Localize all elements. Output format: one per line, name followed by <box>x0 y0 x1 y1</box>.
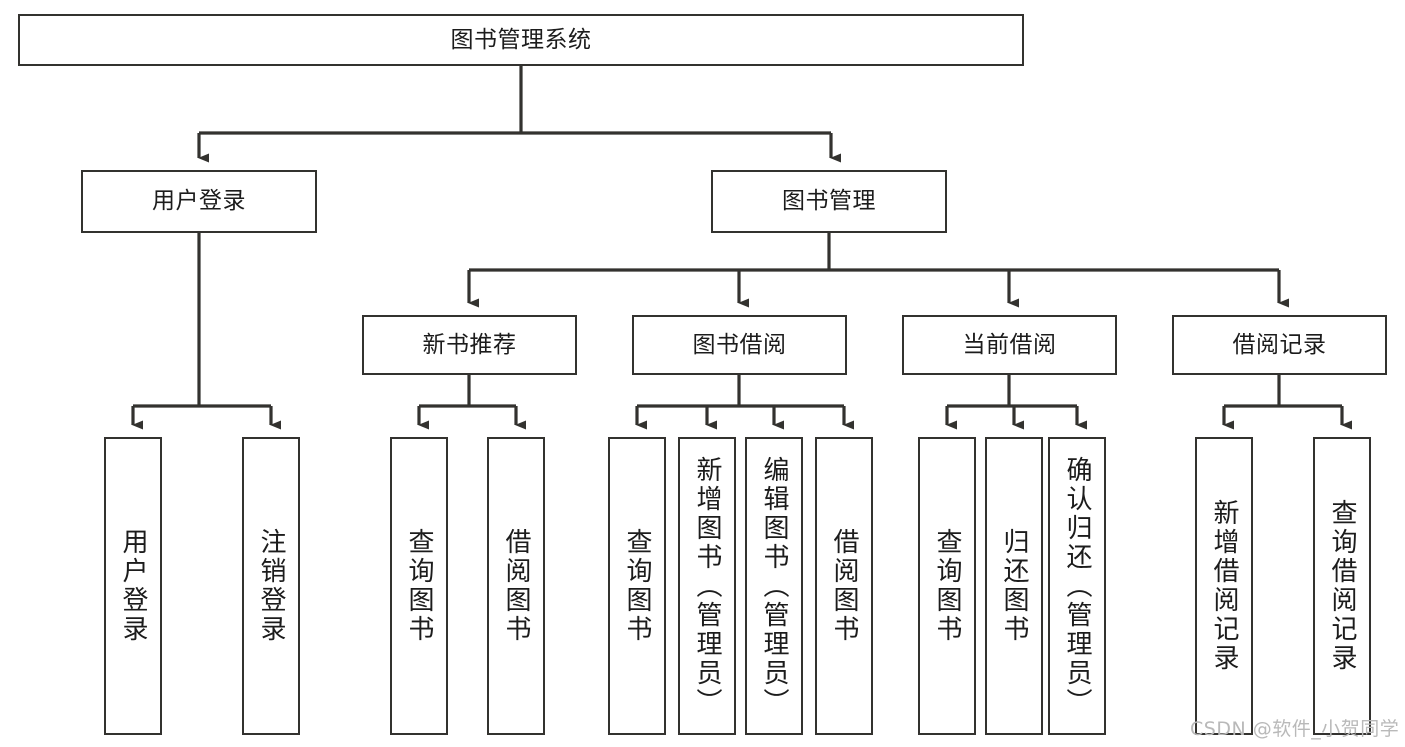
node-borrow-record[interactable]: 借阅记录 <box>1172 315 1387 375</box>
node-user-login-label: 用户登录 <box>152 188 246 215</box>
node-leaf-query-book-recommend-label: 查询图书 <box>404 528 434 644</box>
node-leaf-confirm-return[interactable]: 确认归还（管理员） <box>1048 437 1106 735</box>
node-new-book-recommend[interactable]: 新书推荐 <box>362 315 577 375</box>
node-book-borrow-label: 图书借阅 <box>692 331 787 358</box>
node-root-label: 图书管理系统 <box>450 26 592 53</box>
node-leaf-query-borrow-record[interactable]: 查询借阅记录 <box>1313 437 1371 735</box>
node-leaf-user-login[interactable]: 用户登录 <box>104 437 162 735</box>
node-leaf-borrow-book-recommend[interactable]: 借阅图书 <box>487 437 545 735</box>
node-leaf-query-borrow-record-label: 查询借阅记录 <box>1327 499 1357 673</box>
node-user-login[interactable]: 用户登录 <box>81 170 317 233</box>
node-leaf-return-book[interactable]: 归还图书 <box>985 437 1043 735</box>
node-leaf-borrow-book[interactable]: 借阅图书 <box>815 437 873 735</box>
node-leaf-add-borrow-record[interactable]: 新增借阅记录 <box>1195 437 1253 735</box>
node-borrow-record-label: 借阅记录 <box>1232 331 1327 358</box>
node-leaf-query-book[interactable]: 查询图书 <box>608 437 666 735</box>
node-leaf-user-login-label: 用户登录 <box>118 528 148 644</box>
node-leaf-add-book[interactable]: 新增图书（管理员） <box>678 437 736 735</box>
node-book-borrow[interactable]: 图书借阅 <box>632 315 847 375</box>
node-leaf-query-book-current-label: 查询图书 <box>932 528 962 644</box>
node-current-borrow-label: 当前借阅 <box>962 331 1057 358</box>
node-leaf-query-book-recommend[interactable]: 查询图书 <box>390 437 448 735</box>
node-leaf-borrow-book-recommend-label: 借阅图书 <box>501 528 531 644</box>
node-leaf-borrow-book-label: 借阅图书 <box>829 528 859 644</box>
node-leaf-return-book-label: 归还图书 <box>999 528 1029 644</box>
node-leaf-edit-book[interactable]: 编辑图书（管理员） <box>745 437 803 735</box>
node-leaf-add-book-label: 新增图书（管理员） <box>692 455 722 717</box>
node-leaf-user-logout[interactable]: 注销登录 <box>242 437 300 735</box>
node-leaf-add-borrow-record-label: 新增借阅记录 <box>1209 499 1239 673</box>
node-book-management[interactable]: 图书管理 <box>711 170 947 233</box>
node-leaf-confirm-return-label: 确认归还（管理员） <box>1062 455 1092 717</box>
node-book-management-label: 图书管理 <box>782 188 876 215</box>
node-leaf-edit-book-label: 编辑图书（管理员） <box>759 455 789 717</box>
node-new-book-recommend-label: 新书推荐 <box>422 331 517 358</box>
node-leaf-user-logout-label: 注销登录 <box>256 528 286 644</box>
node-leaf-query-book-label: 查询图书 <box>622 528 652 644</box>
node-root[interactable]: 图书管理系统 <box>18 14 1024 66</box>
node-current-borrow[interactable]: 当前借阅 <box>902 315 1117 375</box>
node-leaf-query-book-current[interactable]: 查询图书 <box>918 437 976 735</box>
watermark-text: CSDN @软件_小贺同学 <box>1190 718 1400 740</box>
